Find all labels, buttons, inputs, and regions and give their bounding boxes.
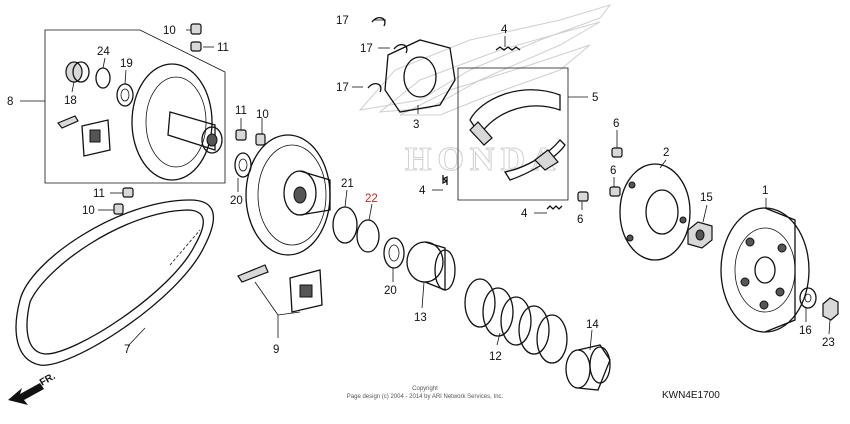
o-ring-21 [332,206,358,244]
label-part-22: 22 [365,193,378,205]
label-part-11-low: 11 [93,188,105,200]
collar-6-top [611,147,623,158]
driven-spring-12 [464,278,568,364]
driven-face [245,134,331,256]
bolt-10-mid [255,133,266,146]
seal-collar-13 [406,241,456,291]
label-part-13: 13 [414,312,427,324]
label-part-10-low: 10 [82,205,95,217]
label-card-left [81,119,111,157]
clutch-shoe-group-box [457,67,569,201]
drive-belt [15,199,214,366]
label-part-17-a: 17 [336,15,349,27]
spring-seat-14 [565,344,611,391]
label-part-11-top: 11 [217,42,229,54]
bearing-19 [116,83,134,107]
spring-4-left [442,175,448,185]
label-part-7: 7 [124,344,130,356]
movable-drive-face [131,63,223,181]
label-part-10-mid: 10 [256,109,269,121]
label-part-19: 19 [120,58,133,70]
bolt-10-low [113,203,124,215]
nut-23 [822,297,839,321]
label-part-16: 16 [799,325,812,337]
label-part-4-left: 4 [419,185,426,197]
special-nut-15 [687,221,713,249]
label-part-20-right: 20 [384,285,397,297]
label-part-6-mid: 6 [610,165,616,177]
spring-4-top [495,46,521,51]
clip-17-b [393,43,408,54]
label-part-5: 5 [592,92,598,104]
drive-plate-2 [619,163,691,261]
label-part-8: 8 [7,96,13,108]
part-number-labels: 10 11 24 18 19 8 11 10 20 11 10 7 9 21 2… [7,15,835,363]
drive-face-group-box [44,29,226,184]
clip-17-a [371,16,386,27]
label-card-right [289,269,323,313]
label-part-12: 12 [489,351,502,363]
washer-16 [799,287,817,309]
seal-20-right [383,237,405,269]
clip-17-c [367,82,382,93]
label-part-10-top: 10 [163,25,176,37]
seal-24 [95,67,111,89]
label-part-24: 24 [97,46,110,58]
label-part-20-left: 20 [230,195,243,207]
label-part-21: 21 [341,178,354,190]
label-part-6-low: 6 [577,214,583,226]
copyright-line-1: Copyright [412,386,438,392]
clutch-shoes-5 [469,89,566,181]
nut-11-mid [235,129,247,141]
clutch-outer-1 [720,207,810,333]
leader-lines [20,19,831,351]
label-part-3: 3 [413,119,419,131]
diagram-code: KWN4E1700 [662,390,720,401]
o-ring-22 [356,219,380,253]
label-part-23: 23 [822,337,835,349]
label-part-2: 2 [663,147,669,159]
label-part-4-top: 4 [501,24,508,36]
label-part-11-mid: 11 [235,105,247,117]
guide-pin [237,264,269,283]
collar-6-mid [609,186,621,197]
bolt-top [190,23,202,52]
collar-18 [65,61,90,83]
label-part-17-c: 17 [336,82,349,94]
copyright-line-2: Page design (c) 2004 - 2014 by ARI Netwo… [346,394,504,400]
honda-wing-watermark: HONDA [358,4,612,179]
key-part [57,115,79,129]
label-part-1: 1 [762,185,768,197]
nut-11-low [122,187,134,198]
honda-watermark-text: HONDA [405,141,562,178]
label-part-15: 15 [700,192,713,204]
clutch-plate-3 [384,39,456,113]
label-part-6-top: 6 [613,118,619,130]
spring-4-right [546,205,563,210]
label-part-18: 18 [64,95,77,107]
label-part-9: 9 [273,344,279,356]
label-part-14: 14 [586,319,599,331]
label-part-4-right: 4 [521,208,528,220]
label-part-17-b: 17 [360,43,373,55]
collar-6-low [577,191,589,202]
